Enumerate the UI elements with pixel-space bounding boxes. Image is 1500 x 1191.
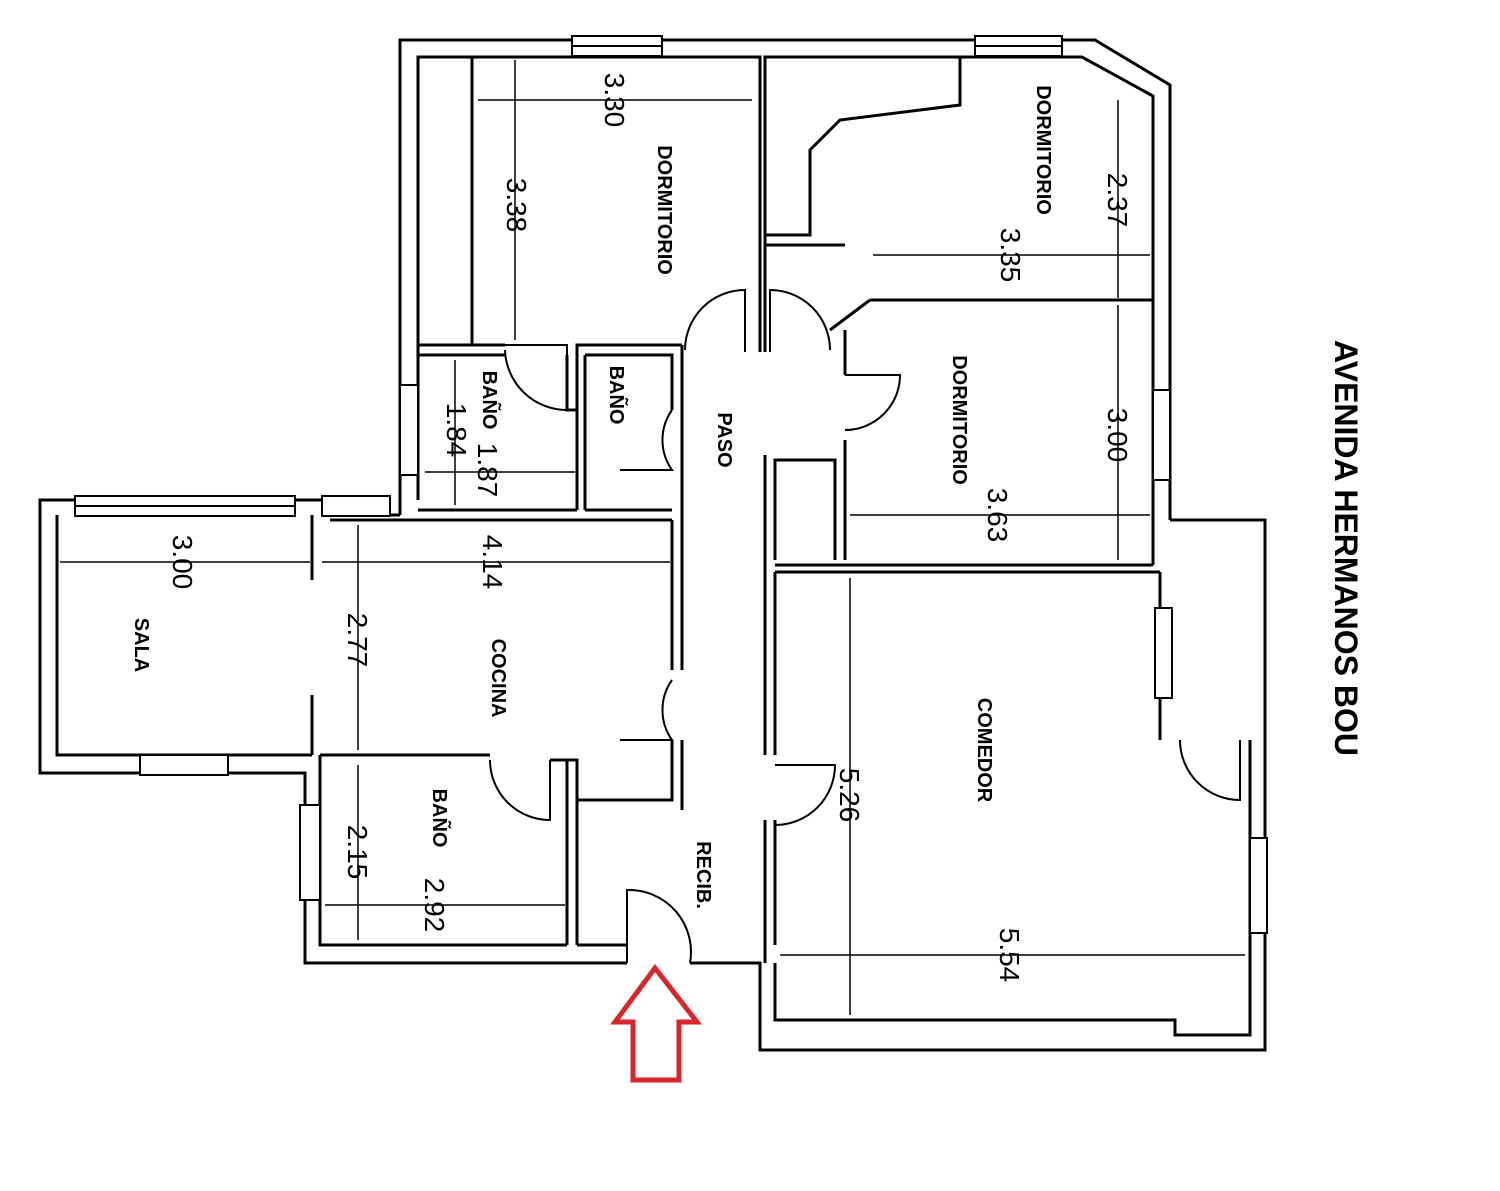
- door-dorm1: [684, 288, 746, 352]
- outer-wall-bottom-left: [38, 498, 627, 965]
- dim-dorm3-width: 3.63: [982, 488, 1013, 543]
- window-bano1: [399, 384, 419, 476]
- dimension-labels: 3.30 3.38 3.35 2.37 3.63 3.00 1.87 1.84 …: [167, 73, 1133, 983]
- label-cocina: COCINA: [487, 639, 509, 718]
- street-name: AVENIDA HERMANOS BOU: [1328, 340, 1364, 756]
- window-cocina-top: [321, 495, 391, 517]
- dim-cocina-width: 4.14: [477, 535, 508, 590]
- label-dormitorio-3: DORMITORIO: [948, 355, 970, 485]
- window-dorm3: [1152, 389, 1171, 481]
- label-sala: SALA: [130, 618, 152, 672]
- dim-bano3-width: 2.92: [419, 878, 450, 933]
- window-sala-bottom: [139, 754, 229, 776]
- dorm3-closet: [773, 458, 837, 560]
- inner-wall-top-right: [763, 55, 1155, 352]
- window-comedor-1: [1154, 607, 1173, 699]
- window-comedor-2: [1249, 837, 1268, 934]
- dim-bano3-depth: 2.15: [342, 825, 373, 880]
- dim-sala-cocina-depth: 2.77: [342, 613, 373, 668]
- dim-dorm2-width: 3.35: [995, 228, 1026, 283]
- dorm2-closet: [765, 57, 962, 237]
- door-bano1: [504, 344, 568, 412]
- door-dorm3: [844, 374, 902, 431]
- label-dormitorio-2: DORMITORIO: [1032, 85, 1054, 215]
- label-paso: PASO: [713, 412, 735, 467]
- dim-sala-width: 3.00: [167, 535, 198, 590]
- dim-dorm2-depth: 2.37: [1102, 173, 1133, 228]
- label-recibidor: RECIB.: [692, 841, 714, 909]
- dorm3-top: [829, 298, 871, 332]
- walls: [38, 38, 1267, 1052]
- entrance-arrow-icon: [610, 963, 703, 1083]
- dim-comedor-depth: 5.26: [834, 768, 865, 823]
- outer-wall-right-lower: [690, 518, 1267, 1052]
- label-bano-2: BAÑO: [605, 366, 628, 425]
- door-comedor: [774, 764, 837, 826]
- windows: [74, 35, 1268, 934]
- dimension-lines: [60, 60, 1245, 1015]
- door-bano2: [620, 409, 674, 471]
- door-terrace: [1179, 739, 1241, 802]
- dim-dorm3-depth: 3.00: [1102, 408, 1133, 463]
- label-dormitorio-1: DORMITORIO: [653, 145, 675, 275]
- bano2-walls: [585, 353, 674, 410]
- door-cocina: [620, 679, 674, 741]
- label-bano-3: BAÑO: [428, 789, 451, 848]
- window-bano3: [299, 804, 321, 901]
- door-bano3: [489, 759, 551, 822]
- dim-dorm1-depth: 3.38: [501, 178, 532, 233]
- outer-wall-top-left: [398, 38, 572, 515]
- label-comedor: COMEDOR: [973, 698, 995, 803]
- room-labels: DORMITORIO DORMITORIO DORMITORIO BAÑO BA…: [130, 85, 1054, 909]
- door-entrance: [626, 888, 692, 964]
- outer-wall-top-right: [1062, 38, 1172, 520]
- doors: [489, 288, 1241, 964]
- door-dorm2: [769, 288, 831, 352]
- dim-dorm1-width: 3.30: [599, 73, 630, 128]
- label-bano-1: BAÑO: [478, 371, 501, 430]
- inner-wall-comedor: [773, 740, 1252, 1037]
- dim-bano1-width: 1.87: [472, 443, 503, 498]
- dim-bano1-depth: 1.84: [441, 403, 472, 458]
- dim-comedor-width: 5.54: [994, 928, 1025, 983]
